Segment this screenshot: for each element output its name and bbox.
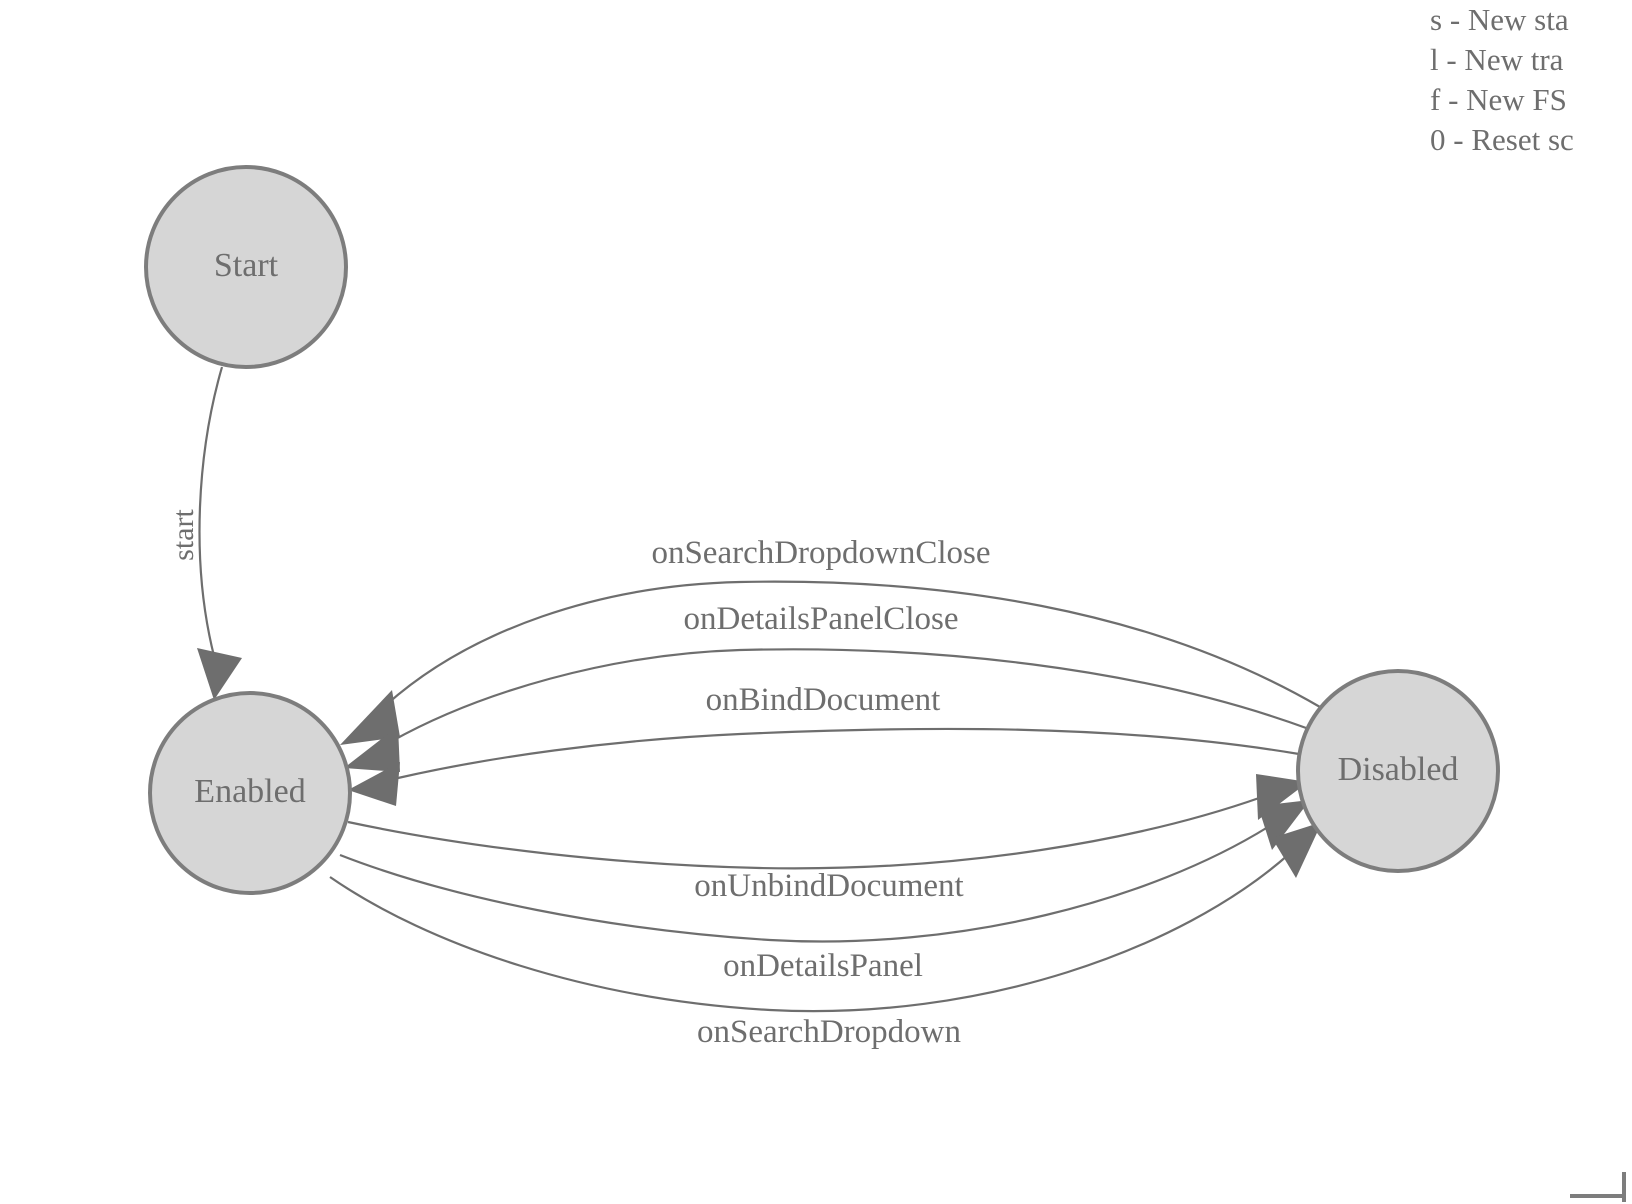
transition-label-on-unbind-document: onUnbindDocument [694, 868, 963, 904]
transition-path [391, 648, 1310, 742]
transition-label-on-search-dropdown: onSearchDropdown [697, 1014, 961, 1050]
state-node-label: Enabled [194, 773, 305, 810]
help-line-new-state: s - New sta [1430, 2, 1569, 37]
state-node-circle [1296, 669, 1500, 873]
state-node-enabled[interactable]: Enabled [148, 691, 352, 895]
corner-bracket-horizontal-rule [1570, 1194, 1626, 1198]
transition-path [329, 854, 1289, 1013]
transition-arrowhead [197, 648, 242, 700]
transition-disabled-to-enabled-bind-document[interactable] [348, 727, 1300, 806]
transition-label-on-bind-document: onBindDocument [706, 682, 941, 718]
transition-arrowhead [1272, 822, 1322, 878]
transition-arrowhead [1258, 800, 1310, 850]
transition-start-to-enabled[interactable] [197, 366, 242, 700]
transition-label-on-search-dropdown-close: onSearchDropdownClose [651, 535, 990, 571]
transition-arrowhead [344, 726, 400, 772]
transition-path [397, 727, 1300, 780]
transition-arrowhead [348, 762, 400, 806]
transition-label-start: start [167, 509, 200, 561]
state-node-circle [144, 165, 348, 369]
resize-corner-bracket[interactable] [1570, 1172, 1632, 1204]
transition-label-on-details-panel-close: onDetailsPanelClose [684, 601, 959, 637]
transition-disabled-to-enabled-search-close[interactable] [340, 580, 1321, 745]
keyboard-shortcut-help: s - New sta l - New tra f - New FS 0 - R… [1430, 0, 1632, 160]
node-group: Start Enabled Disabled [144, 165, 1500, 895]
transition-path [347, 795, 1263, 870]
transition-enabled-to-disabled-details-panel[interactable] [339, 800, 1310, 943]
transition-path [339, 826, 1269, 943]
state-node-start[interactable]: Start [144, 165, 348, 369]
transition-enabled-to-disabled-unbind-document[interactable] [347, 774, 1308, 870]
transition-arrowhead [340, 690, 400, 745]
edge-group [197, 366, 1322, 1013]
state-node-label: Start [214, 247, 279, 284]
transition-path [385, 580, 1321, 708]
transition-disabled-to-enabled-details-close[interactable] [344, 648, 1310, 772]
help-line-reset: 0 - Reset sc [1430, 122, 1574, 157]
transition-enabled-to-disabled-search-dropdown[interactable] [329, 822, 1322, 1013]
edge-label-group: start onSearchDropdownClose onDetailsPan… [167, 509, 991, 1050]
state-node-circle [148, 691, 352, 895]
transition-label-on-details-panel: onDetailsPanel [723, 948, 923, 984]
state-node-disabled[interactable]: Disabled [1296, 669, 1500, 873]
help-line-new-transition: l - New tra [1430, 42, 1564, 77]
corner-bracket-vertical-rule [1622, 1172, 1626, 1202]
transition-path [198, 366, 224, 657]
help-line-new-fsm: f - New FS [1430, 82, 1567, 117]
state-node-label: Disabled [1338, 751, 1459, 788]
